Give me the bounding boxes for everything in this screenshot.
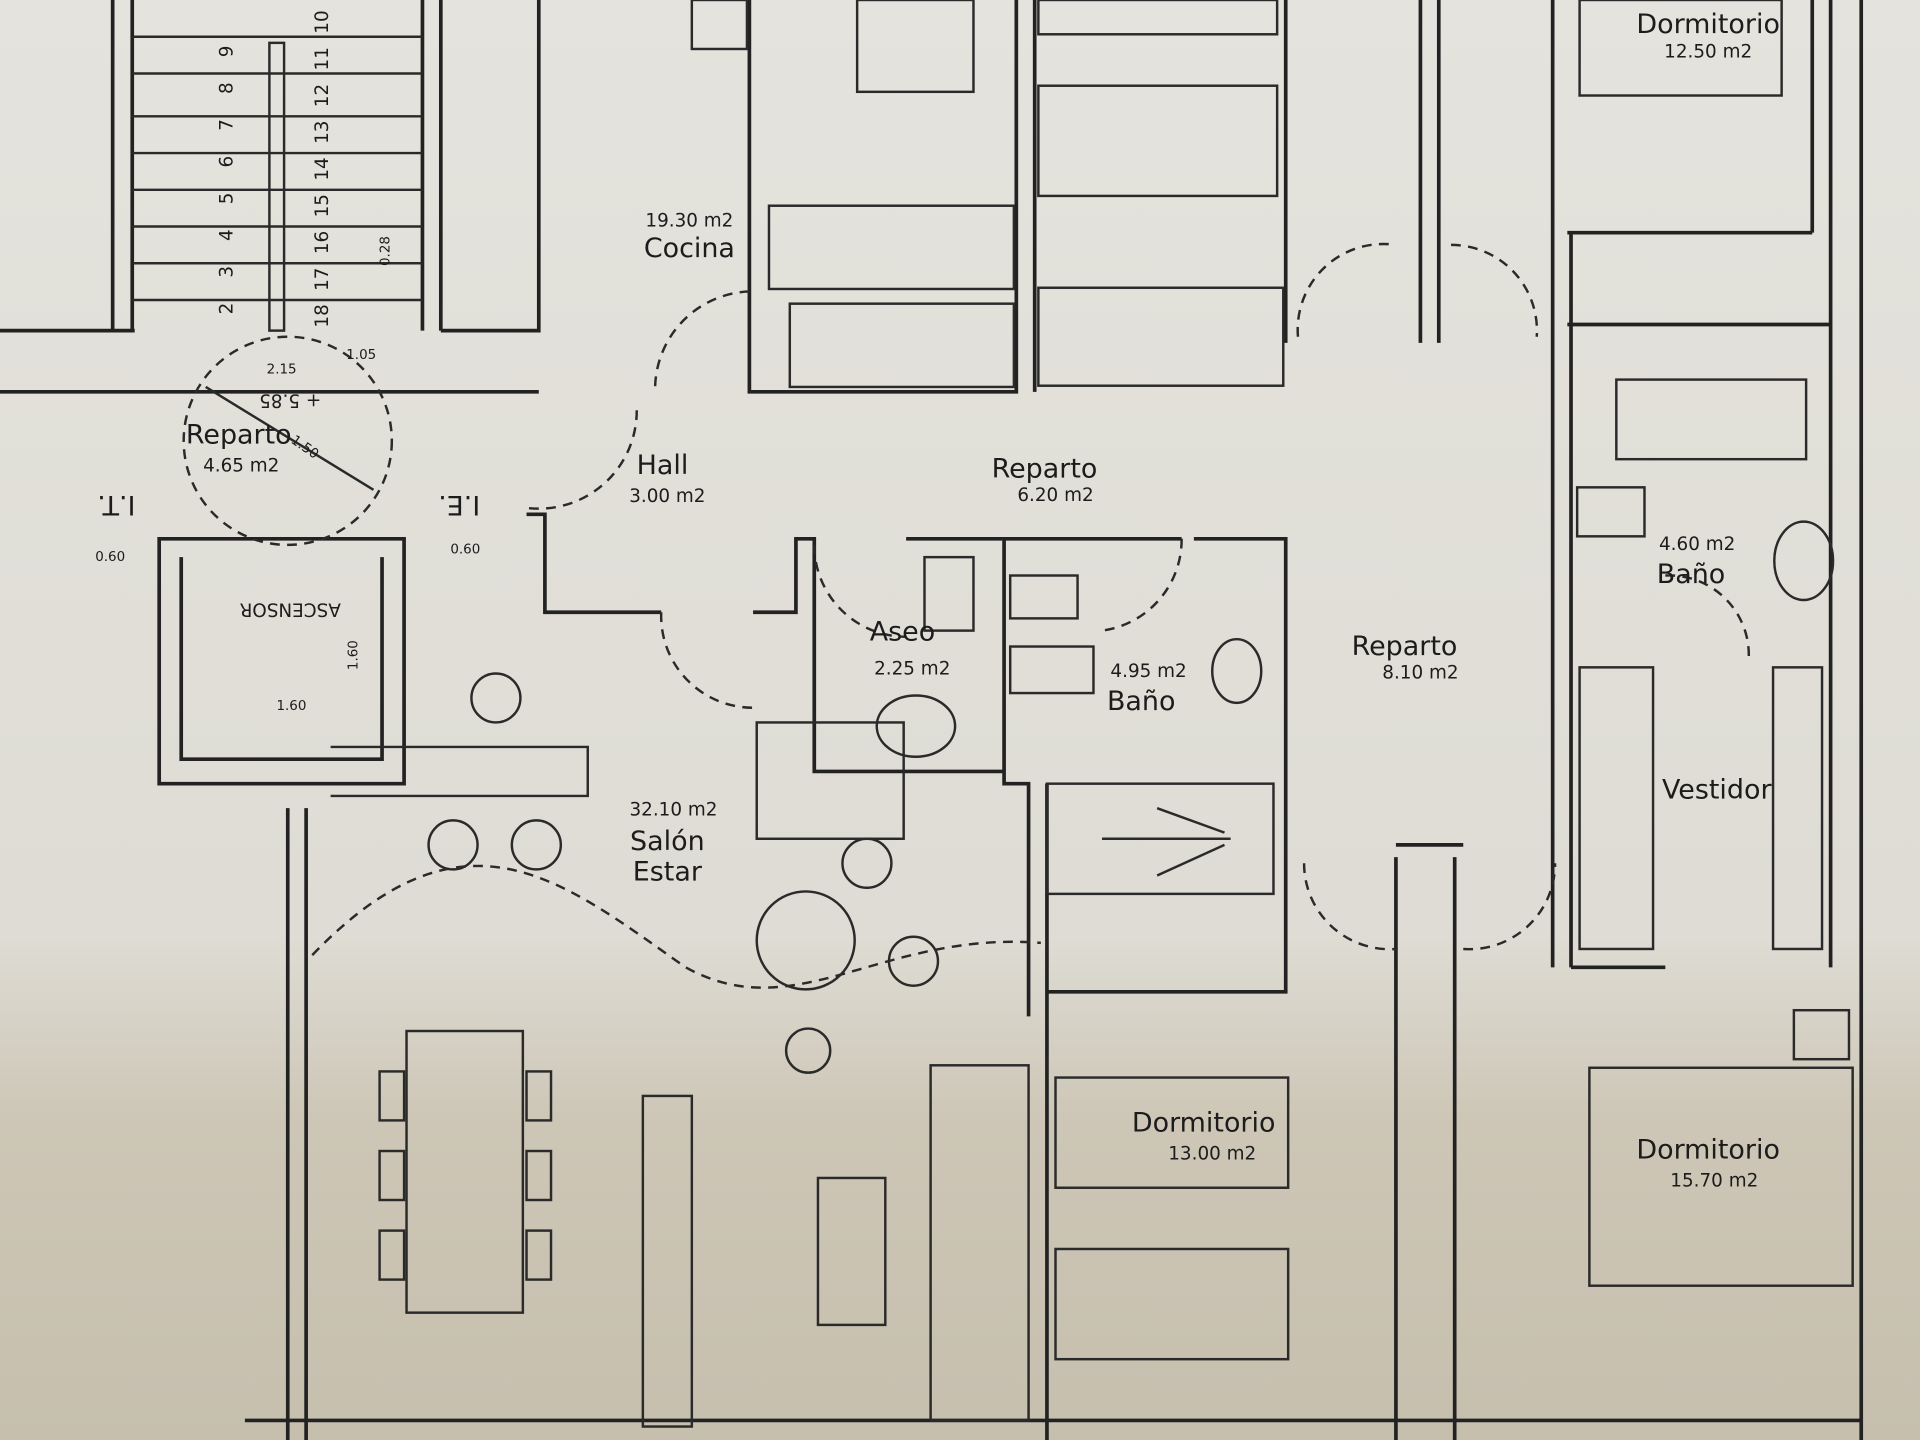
dim-2-15: 2.15 bbox=[267, 362, 297, 377]
stairs: 9 8 7 6 5 4 3 2 10 11 12 13 14 15 16 17 18 bbox=[132, 10, 423, 332]
dim-1-60-h: 1.60 bbox=[276, 699, 306, 714]
bano-2-area: 4.60 m2 bbox=[1659, 534, 1735, 555]
hall-area: 3.00 m2 bbox=[629, 486, 705, 507]
stair-step-number: 11 bbox=[312, 47, 333, 70]
stair-step-number: 5 bbox=[217, 193, 238, 205]
stair-step-number: 12 bbox=[312, 84, 333, 107]
stair-step-number: 15 bbox=[312, 194, 333, 217]
bano-2-name: Baño bbox=[1657, 559, 1726, 590]
room-labels: 19.30 m2 Cocina Dormitorio 12.50 m2 Repa… bbox=[97, 9, 1780, 1191]
hall-name: Hall bbox=[637, 450, 689, 481]
dormitorio-se-area: 15.70 m2 bbox=[1670, 1171, 1758, 1192]
stair-step-number: 4 bbox=[217, 229, 238, 241]
ascensor-label: ASCENSOR bbox=[239, 599, 340, 620]
reparto-1-area: 4.65 m2 bbox=[203, 455, 279, 476]
stair-step-number: 18 bbox=[312, 304, 333, 327]
aseo-area: 2.25 m2 bbox=[874, 659, 950, 680]
stair-step-number: 2 bbox=[217, 303, 238, 315]
stair-step-number: 13 bbox=[312, 121, 333, 144]
furniture bbox=[330, 0, 1854, 1428]
bano-1-area: 4.95 m2 bbox=[1110, 661, 1186, 682]
dim-0-60-a: 0.60 bbox=[95, 550, 125, 565]
dim-0-60-b: 0.60 bbox=[450, 542, 480, 557]
stair-step-number: 6 bbox=[217, 156, 238, 168]
salon-area: 32.10 m2 bbox=[629, 800, 717, 821]
level-mark: + 5.85 bbox=[259, 389, 321, 410]
stair-step-number: 10 bbox=[312, 10, 333, 33]
reparto-3-area: 8.10 m2 bbox=[1382, 662, 1458, 683]
cocina-name: Cocina bbox=[644, 233, 735, 264]
vestidor-name: Vestidor bbox=[1662, 774, 1773, 805]
dormitorio-s-area: 13.00 m2 bbox=[1168, 1144, 1256, 1165]
dim-1-05: 1.05 bbox=[346, 348, 376, 363]
stair-step-number: 9 bbox=[217, 46, 238, 58]
reparto-2-name: Reparto bbox=[992, 454, 1098, 485]
dim-0-28: 0.28 bbox=[378, 236, 393, 266]
stair-step-number: 17 bbox=[312, 267, 333, 290]
ie-label: I.E. bbox=[438, 489, 480, 520]
stair-step-number: 14 bbox=[312, 157, 333, 180]
dormitorio-ne-area: 12.50 m2 bbox=[1664, 42, 1752, 63]
dim-1-60-v: 1.60 bbox=[347, 640, 362, 670]
dormitorio-se-name: Dormitorio bbox=[1636, 1134, 1780, 1165]
estar-name: Estar bbox=[633, 856, 703, 887]
stair-step-number: 3 bbox=[217, 266, 238, 278]
stair-step-number: 7 bbox=[217, 119, 238, 131]
bano-1-name: Baño bbox=[1107, 686, 1176, 717]
reparto-2-area: 6.20 m2 bbox=[1017, 485, 1093, 506]
stair-step-number: 8 bbox=[217, 82, 238, 94]
reparto-1-name: Reparto bbox=[186, 419, 292, 450]
aseo-name: Aseo bbox=[870, 616, 935, 647]
stair-step-number: 16 bbox=[312, 231, 333, 254]
reparto-3-name: Reparto bbox=[1352, 631, 1458, 662]
salon-name: Salón bbox=[630, 826, 705, 857]
dormitorio-s-name: Dormitorio bbox=[1132, 1107, 1276, 1138]
cocina-area: 19.30 m2 bbox=[645, 211, 733, 232]
door-swings bbox=[182, 242, 1751, 989]
dormitorio-ne-name: Dormitorio bbox=[1636, 9, 1780, 40]
it-label: I.T. bbox=[97, 489, 135, 520]
dimension-labels: 2.15 1.05 + 5.85 1.50 0.60 0.60 1.60 1.6… bbox=[95, 236, 480, 714]
